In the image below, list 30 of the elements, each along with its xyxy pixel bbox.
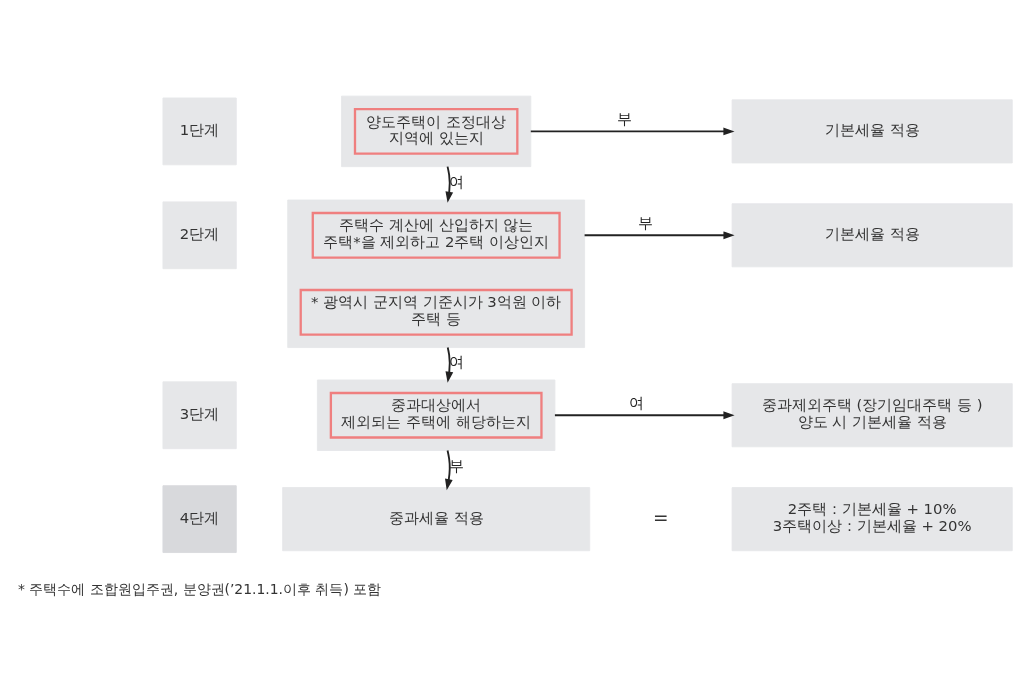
edge-label: 부 — [617, 109, 633, 127]
node-box: 2주택 : 기본세율 + 10% 3주택이상 : 기본세율 + 20% — [731, 487, 1013, 552]
node-box: 4단계 — [162, 485, 237, 554]
label: * 주택수에 조합원입주권, 분양권(’21.1.1.이후 취득) 포함 — [17, 580, 382, 597]
cluster — [316, 379, 556, 451]
edge-label: 부 — [638, 213, 654, 231]
node-box: 1단계 — [162, 97, 237, 166]
arrow — [554, 411, 735, 420]
node-box: 중과제외주택 (장기임대주택 등 ) 양도 시 기본세율 적용 — [731, 383, 1013, 448]
node-box: 주택수 계산에 산입하지 않는 주택*을 제외하고 2주택 이상인지 — [311, 211, 561, 259]
label: = — [652, 506, 669, 528]
node-box: 중과세율 적용 — [282, 487, 591, 552]
edge-label: 여 — [449, 352, 465, 370]
edge-label: 부 — [449, 456, 465, 474]
node-box: * 광역시 군지역 기준시가 3억원 이하 주택 등 — [299, 288, 573, 336]
arrow — [529, 127, 735, 136]
node-box: 기본세율 적용 — [731, 203, 1013, 268]
node-box: 중과대상에서 제외되는 주택에 해당하는지 — [329, 391, 543, 439]
node-box: 2단계 — [162, 201, 237, 270]
arrow — [583, 231, 735, 240]
cluster — [287, 199, 586, 348]
edge-label: 여 — [629, 393, 645, 411]
node-box: 양도주택이 조정대상 지역에 있는지 — [353, 107, 519, 155]
node-box: 3단계 — [162, 381, 237, 450]
arrow — [445, 449, 453, 491]
arrow — [445, 165, 454, 203]
cluster — [341, 95, 532, 168]
arrow — [445, 346, 454, 383]
edge-label: 여 — [449, 172, 465, 190]
node-box: 기본세율 적용 — [731, 99, 1013, 164]
